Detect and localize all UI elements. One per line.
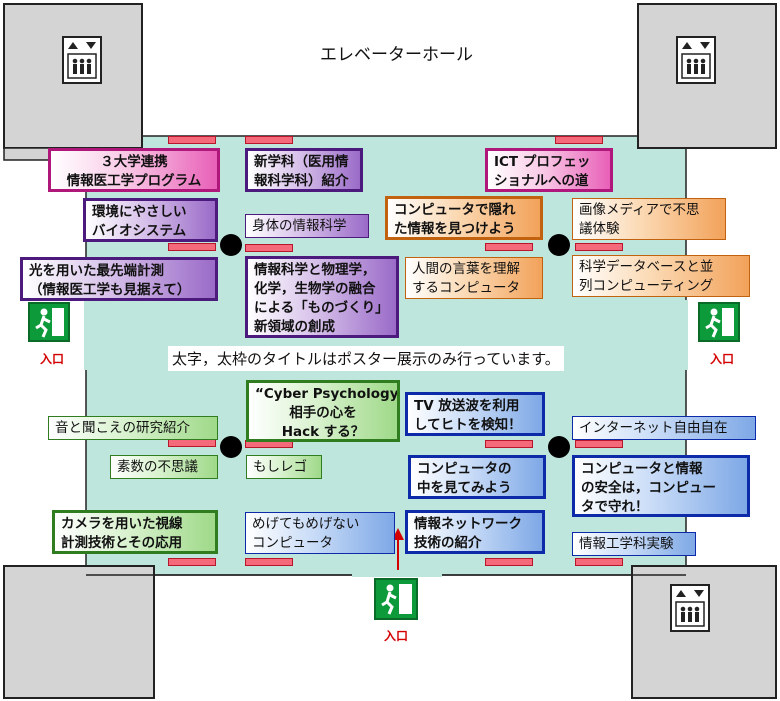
emergency-exit-icon <box>374 578 418 620</box>
booth-title-line: コンピュータの <box>417 461 512 477</box>
booth-title-line: “Cyber Psychology” <box>255 386 400 402</box>
booth-title-line: た情報を見つけよう <box>394 221 516 237</box>
poster-panel <box>168 243 216 251</box>
booth-title-line: もしレゴ <box>253 459 307 475</box>
booth-title-line: 化学，生物学の融合 <box>254 281 376 297</box>
booth-b20: カメラを用いた視線計測技術とその応用 <box>52 510 218 554</box>
booth-title-line: ICT プロフェッ <box>494 154 591 170</box>
poster-panel <box>485 243 533 251</box>
booth-title-line: ３大学連携 <box>100 154 168 170</box>
booth-b22: 情報ネットワーク技術の紹介 <box>405 510 545 554</box>
booth-b04: 環境にやさしいバイオシステム <box>83 198 218 242</box>
poster-panel <box>245 558 293 566</box>
booth-title-line: カメラを用いた視線 <box>61 516 183 532</box>
booth-title-line: めげてもめげない <box>252 516 360 532</box>
poster-panel <box>168 439 216 447</box>
booth-title-line: 相手の心を <box>289 405 357 421</box>
booth-b01: ３大学連携情報医工学プログラム <box>48 148 220 192</box>
booth-b19: コンピュータと情報の安全は，コンピュータで守れ！ <box>572 455 750 517</box>
booth-title-line: 科学データベースと並 <box>579 259 714 275</box>
booth-b12: “Cyber Psychology” 相手の心を Hack する？ <box>246 380 400 442</box>
poster-panel <box>485 558 533 566</box>
booth-title-line: タで守れ！ <box>581 499 649 515</box>
elevator-icon <box>670 584 710 632</box>
booth-b16: 素数の不思議 <box>110 455 218 479</box>
booth-title-line: （情報医工学も見据えて） <box>29 282 191 298</box>
booth-title-line: バイオシステム <box>92 223 187 239</box>
booth-b11: 科学データベースと並列コンピューティング <box>572 255 750 297</box>
entrance-label-bottom: 入口 <box>384 629 409 643</box>
booth-b21: めげてもめげないコンピュータ <box>245 512 395 554</box>
booth-title-line: してヒトを検知！ <box>414 417 522 433</box>
booth-b17: もしレゴ <box>246 455 322 479</box>
elevator-icon <box>62 36 102 84</box>
booth-title-line: コンピュータで隠れ <box>394 202 516 218</box>
booth-b06: コンピュータで隠れた情報を見つけよう <box>385 196 543 240</box>
booth-b05: 身体の情報科学 <box>245 214 369 238</box>
booth-b18: コンピュータの中を見てみよう <box>408 455 546 499</box>
booth-title-line: インターネット自由自在 <box>579 420 728 436</box>
elevator-hall-label: エレベーターホール <box>320 45 473 65</box>
booth-title-line: 技術の紹介 <box>414 535 482 551</box>
booth-b09: 情報科学と物理学， 化学，生物学の融合による「ものづくり」新領域の創成 <box>245 256 399 338</box>
booth-b13: TV 放送波を利用してヒトを検知！ <box>405 392 545 436</box>
booth-title-line: 情報科学と物理学， <box>254 262 376 278</box>
booth-title-line: TV 放送波を利用 <box>414 398 520 414</box>
poster-panel <box>575 440 623 448</box>
booth-title-line: 光を用いた最先端計測 <box>29 263 164 279</box>
entrance-label-left: 入口 <box>40 352 65 366</box>
booth-title-line: ショナルへの道 <box>494 173 589 189</box>
poster-panel <box>168 136 216 144</box>
booth-b07: 画像メディアで不思議体験 <box>572 198 726 240</box>
booth-title-line: 情報ネットワーク <box>414 516 522 532</box>
entrance-label-right: 入口 <box>710 352 735 366</box>
booth-title-line: 環境にやさしい <box>92 204 187 220</box>
poster-panel <box>245 136 293 144</box>
booth-b10: 人間の言葉を理解するコンピュータ <box>405 257 543 299</box>
booth-title-line: 情報工学科実験 <box>579 536 674 552</box>
elevator-icon <box>676 36 716 84</box>
poster-panel <box>485 440 533 448</box>
booth-title-line: 中を見てみよう <box>417 480 512 496</box>
booth-title-line: 議体験 <box>579 221 620 237</box>
booth-title-line: 情報医工学プログラム <box>66 173 202 189</box>
booth-title-line: するコンピュータ <box>412 280 520 296</box>
booth-title-line: 画像メディアで不思 <box>579 202 700 218</box>
booth-title-line: 列コンピューティング <box>579 278 714 294</box>
poster-panel <box>575 243 623 251</box>
booth-b02: 新学科（医用情報科学科）紹介 <box>245 148 363 192</box>
booth-b14: 音と聞こえの研究紹介 <box>48 416 218 440</box>
booth-title-line: 報科学科）紹介 <box>254 173 349 189</box>
poster-panel <box>575 558 623 566</box>
pillar <box>220 436 242 458</box>
pillar <box>548 436 570 458</box>
booth-title-line: 新領域の創成 <box>254 319 335 335</box>
booth-title-line: 計測技術とその応用 <box>61 535 183 551</box>
booth-title-line: 人間の言葉を理解 <box>412 261 520 277</box>
booth-title-line: 音と聞こえの研究紹介 <box>55 420 190 436</box>
booth-title-line: による「ものづくり」 <box>254 300 389 316</box>
emergency-exit-icon <box>698 302 740 342</box>
booth-title-line: 新学科（医用情 <box>254 154 349 170</box>
poster-only-note: 太字，太枠のタイトルはポスター展示のみ行っています。 <box>168 346 564 371</box>
booth-b15: インターネット自由自在 <box>572 416 756 440</box>
booth-title-line: コンピュータ <box>252 535 333 551</box>
booth-b08: 光を用いた最先端計測 （情報医工学も見据えて） <box>20 257 218 301</box>
booth-b23: 情報工学科実験 <box>572 532 696 556</box>
booth-b03: ICT プロフェッショナルへの道 <box>485 148 613 192</box>
poster-panel <box>168 558 216 566</box>
booth-title-line: Hack する？ <box>281 424 365 440</box>
poster-panel <box>555 136 603 144</box>
pillar <box>220 234 242 256</box>
left-wall-lower <box>3 565 155 699</box>
booth-title-line: 身体の情報科学 <box>252 218 347 234</box>
booth-title-line: コンピュータと情報 <box>581 461 703 477</box>
poster-panel <box>245 244 293 252</box>
booth-title-line: の安全は，コンピュー <box>581 480 716 496</box>
emergency-exit-icon <box>28 302 70 342</box>
booth-title-line: 素数の不思議 <box>117 459 198 475</box>
pillar <box>548 234 570 256</box>
